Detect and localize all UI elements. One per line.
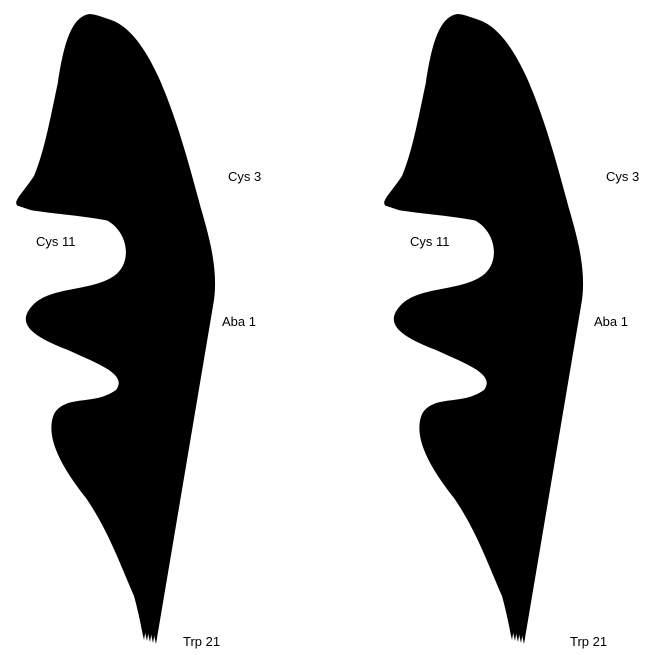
label-cys11: Cys 11 (410, 234, 450, 249)
label-aba1: Aba 1 (594, 314, 628, 329)
label-trp21: Trp 21 (183, 634, 220, 649)
label-cys3: Cys 3 (606, 169, 639, 184)
protein-ribbon (16, 14, 215, 644)
label-aba1: Aba 1 (222, 314, 256, 329)
label-cys3: Cys 3 (228, 169, 261, 184)
label-cys11: Cys 11 (36, 234, 76, 249)
stereo-view-left: Cys 3 Cys 11 Aba 1 Trp 21 (10, 2, 261, 654)
protein-ribbon (384, 14, 583, 644)
label-trp21: Trp 21 (570, 634, 607, 649)
stereo-view-right: Cys 3 Cys 11 Aba 1 Trp 21 (378, 2, 639, 654)
